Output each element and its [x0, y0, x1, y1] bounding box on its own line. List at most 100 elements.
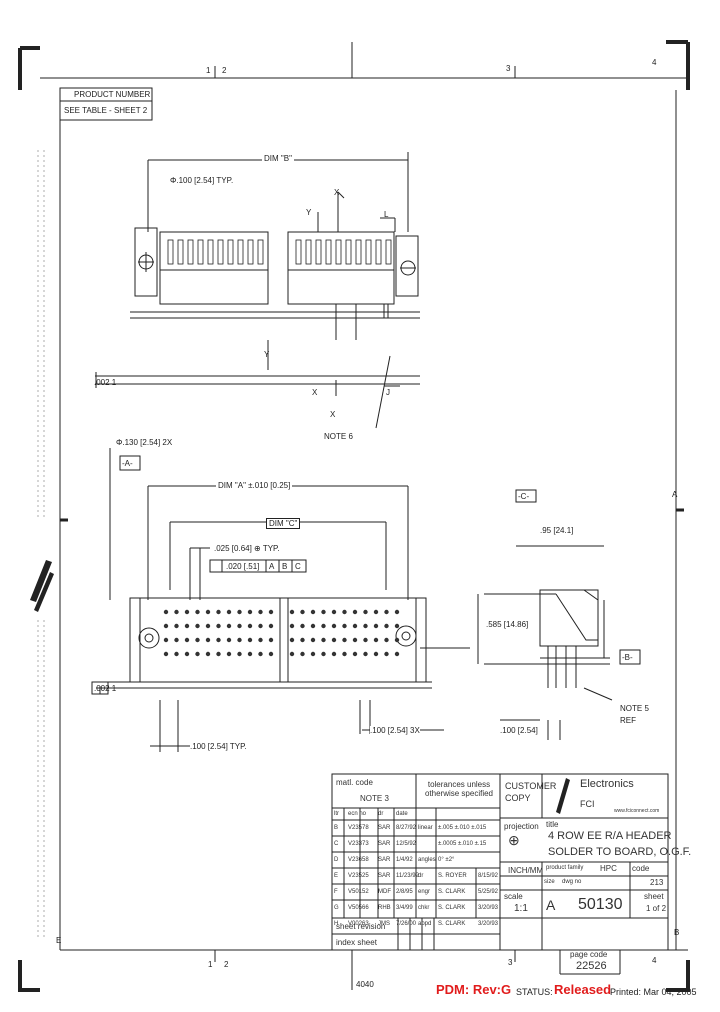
pin-dot — [373, 623, 379, 629]
rev-cell: B — [334, 825, 339, 831]
rev-cell: 2/8/95 — [396, 889, 413, 895]
pin-dot — [163, 651, 169, 657]
pin-dot — [289, 651, 295, 657]
pin-dot — [258, 637, 263, 643]
size-caption: size — [544, 879, 555, 885]
pin-dot — [163, 609, 169, 615]
rev-cell: V50566 — [348, 905, 369, 911]
pin-dot — [363, 637, 368, 643]
pin-dot — [247, 637, 253, 643]
pin-dot — [268, 623, 274, 629]
pin-dot — [300, 609, 305, 615]
dim-100-right-label: .100 [2.54] — [500, 726, 538, 735]
rev-header: ecn no — [348, 811, 367, 817]
dim-100-typ-label: .100 [2.54] TYP. — [190, 742, 247, 751]
rev-cell: SAR — [378, 841, 391, 847]
pin-dot — [226, 623, 232, 629]
hole-diameter-label: Φ.100 [2.54] TYP. — [170, 176, 234, 185]
zone-bottom-4: 4 — [652, 956, 657, 965]
rev-cell: V23658 — [348, 857, 369, 863]
flatness-2-label: .002 1 — [94, 684, 117, 693]
rev-cell: 8/27/92 — [396, 825, 417, 831]
code-caption: code — [632, 864, 650, 873]
pin-dot — [184, 623, 190, 629]
section-y-lower: Y — [264, 350, 270, 359]
pin-dot — [216, 609, 221, 615]
rev-cell: C — [334, 841, 339, 847]
zone-top-2: 2 — [222, 66, 227, 75]
company-name: Electronics — [580, 778, 634, 790]
projection-symbol: ⊕ — [508, 832, 520, 848]
pin-dot — [289, 623, 295, 629]
pin-dot — [226, 609, 232, 615]
zone-top-4: 4 — [652, 58, 657, 67]
pin-dot — [300, 651, 305, 657]
pin-dot — [331, 609, 337, 615]
tol-cell: angles — [418, 857, 436, 863]
pin-dot — [394, 623, 400, 629]
dim-a-label: DIM "A" ±.010 [0.25] — [216, 481, 293, 490]
rev-header: ltr — [334, 811, 339, 817]
section-j-label: J — [386, 388, 390, 397]
pin-dot — [258, 651, 263, 657]
pin-dot — [268, 651, 274, 657]
rev-cell: SAR — [378, 857, 391, 863]
pin-dot — [394, 637, 400, 643]
matl-code-label: matl. code — [336, 778, 373, 787]
pin-dot — [247, 651, 253, 657]
rev-header: date — [396, 811, 408, 817]
pin-dot — [174, 637, 179, 643]
product-number-label: PRODUCT NUMBER — [74, 90, 151, 99]
fcf-datum-b: B — [282, 562, 288, 571]
zone-bottom-2: 2 — [224, 960, 229, 969]
rev-cell: 1/4/92 — [396, 857, 413, 863]
pin-dot — [226, 637, 232, 643]
tol-cell: S. CLARK — [438, 921, 466, 927]
pin-dot — [237, 651, 242, 657]
fcf-tolerance: .020 [.51] — [226, 562, 260, 571]
pin-dot — [237, 637, 242, 643]
pin-dot — [321, 651, 326, 657]
pin-dot — [205, 637, 211, 643]
website-label: www.fciconnect.com — [614, 808, 660, 814]
tol-cell: 3/20/93 — [478, 921, 499, 927]
product-family-value: HPC — [600, 864, 617, 873]
datum-c-label: -C- — [518, 492, 530, 501]
pin-dot — [331, 623, 337, 629]
pin-dot — [331, 637, 337, 643]
product-family-caption: product family — [546, 865, 584, 871]
drawing-number: 50130 — [578, 896, 623, 913]
rev-cell: SAR — [378, 873, 391, 879]
pin-dot — [373, 609, 379, 615]
dim-100-3x-label: .100 [2.54] 3X — [370, 726, 420, 735]
pin-dot — [216, 623, 221, 629]
tol-cell: S. CLARK — [438, 905, 466, 911]
pin-dot — [384, 623, 389, 629]
pin-dot — [310, 609, 316, 615]
pin-dot — [184, 651, 190, 657]
pin-dot — [237, 623, 242, 629]
rev-cell: V23578 — [348, 825, 369, 831]
tol-cell: S. CLARK — [438, 889, 466, 895]
rev-cell: G — [334, 905, 339, 911]
pin-dot — [216, 637, 221, 643]
rev-cell: SAR — [378, 825, 391, 831]
fci-label: FCI — [580, 799, 595, 809]
pin-dot — [352, 637, 358, 643]
pin-dot — [363, 623, 368, 629]
pin-dot — [321, 637, 326, 643]
pin-dot — [394, 651, 400, 657]
pin-dot — [394, 609, 400, 615]
tol-cell: 3/20/93 — [478, 905, 499, 911]
flatness-1-label: .002 1 — [94, 378, 117, 387]
pin-dot — [342, 609, 347, 615]
pin-dot — [373, 651, 379, 657]
pin-dot — [174, 651, 179, 657]
dim-95-label: .95 [24.1] — [540, 526, 574, 535]
pin-dot — [321, 609, 326, 615]
rev-cell: V23525 — [348, 873, 369, 879]
page-code-value: 22526 — [576, 960, 607, 972]
rev-cell: H — [334, 921, 339, 927]
section-x-lower: X — [312, 388, 318, 397]
note-3-label: NOTE 3 — [360, 794, 389, 803]
